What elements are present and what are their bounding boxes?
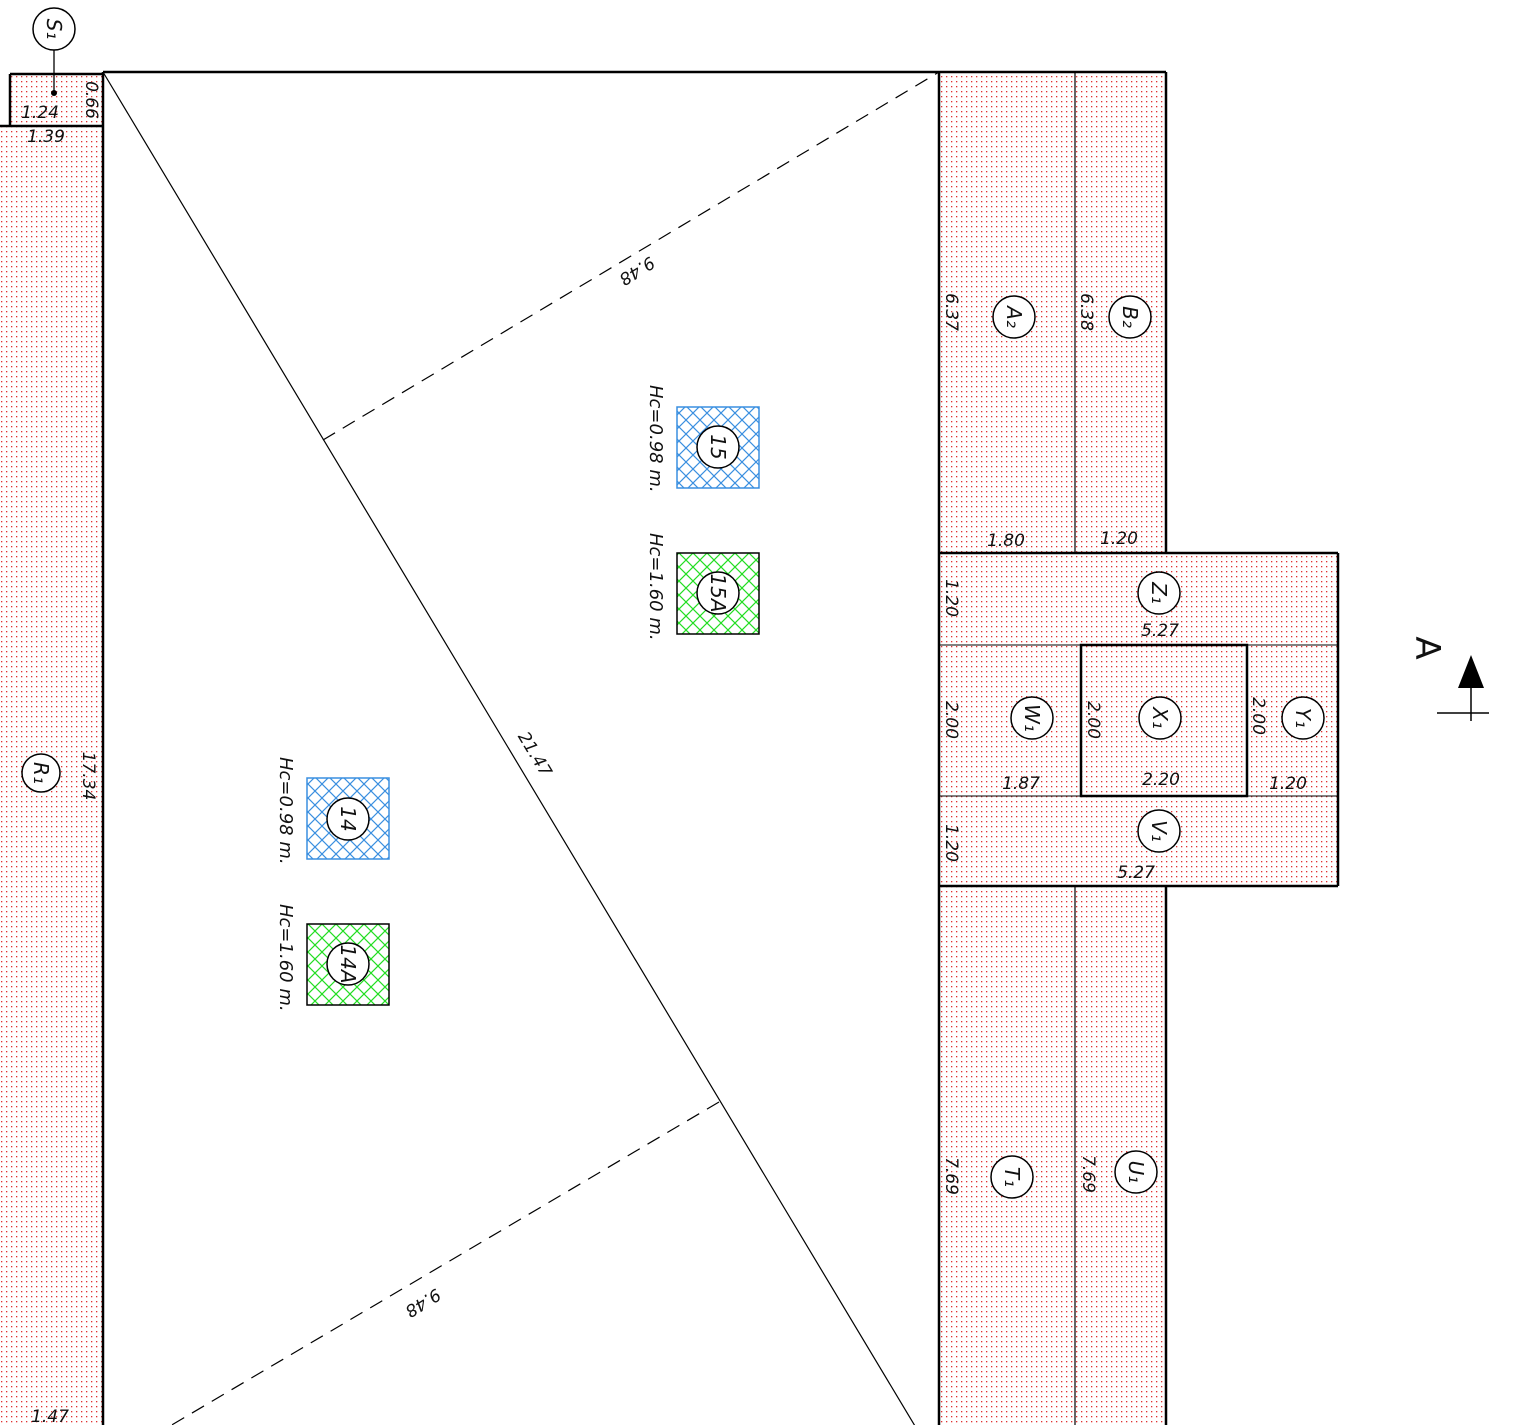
dim-b2-length: 6.38	[1076, 293, 1096, 331]
footing-15: 15 Hc=0.98 m.	[645, 385, 760, 493]
dim-v1-height: 1.20	[941, 824, 961, 862]
dim-w1-height: 2.00	[941, 701, 961, 739]
strip-t1	[939, 886, 1075, 1425]
outline	[0, 70, 1340, 1425]
zone-tag-z1: Z₁	[1137, 571, 1181, 615]
zone-tag-t1: T₁	[990, 1155, 1034, 1199]
zone-tag-u1: U₁	[1114, 1150, 1158, 1194]
zone-label-v1: V₁	[1147, 820, 1171, 842]
footing-label-15: 15	[706, 434, 730, 459]
zone-label-t1: T₁	[1000, 1167, 1024, 1187]
footing-hc-14a: Hc=1.60 m.	[275, 904, 296, 1012]
zone-label-x1: X₁	[1148, 706, 1172, 729]
zone-label-y1: Y₁	[1291, 708, 1315, 728]
footing-hc-15: Hc=0.98 m.	[645, 385, 666, 493]
strip-u1	[1075, 886, 1166, 1425]
footing-15a: 15A Hc=1.60 m.	[645, 533, 760, 641]
dashed-line-top	[322, 71, 940, 441]
dim-diagonal-top: 9.48	[615, 252, 658, 289]
dim-s1-width: 1.24	[21, 103, 59, 123]
zone-tag-a2: A₂	[992, 295, 1036, 339]
dim-z1-height: 1.20	[941, 579, 961, 617]
zone-label-u1: U₁	[1124, 1161, 1148, 1184]
zone-label-s1: S₁	[42, 19, 66, 40]
dim-diagonal-bottom: 9.48	[401, 1284, 444, 1321]
footing-14a: 14A Hc=1.60 m.	[275, 904, 390, 1012]
section-marker: A	[1407, 636, 1489, 721]
zone-label-w1: W₁	[1020, 704, 1044, 732]
dim-a2-length: 6.37	[941, 293, 961, 331]
dim-b2-width: 1.20	[1100, 529, 1138, 549]
section-arrow-icon	[1458, 655, 1484, 688]
dim-z1-width: 5.27	[1141, 621, 1179, 641]
dim-a2-width: 1.80	[987, 531, 1025, 551]
dim-r1-bottom: 1.47	[31, 1407, 69, 1425]
dim-x1-width: 2.20	[1142, 770, 1180, 790]
strip-s1	[10, 74, 103, 126]
dim-v1-width: 5.27	[1117, 863, 1155, 883]
footing-14: 14 Hc=0.98 m.	[275, 757, 390, 865]
hypotenuse-line	[102, 71, 916, 1425]
dim-y1-height: 2.00	[1248, 697, 1268, 735]
zone-tag-v1: V₁	[1137, 809, 1181, 853]
footing-hc-14: Hc=0.98 m.	[275, 757, 296, 865]
zone-tag-w1: W₁	[1010, 696, 1054, 740]
dim-hypotenuse: 21.47	[513, 728, 555, 780]
dim-r1-top: 1.39	[27, 127, 65, 147]
footing-label-14: 14	[336, 806, 360, 831]
zone-label-z1: Z₁	[1147, 581, 1171, 604]
footing-label-15a: 15A	[706, 573, 730, 612]
dim-y1-width: 1.20	[1269, 774, 1307, 794]
zone-label-a2: A₂	[1002, 304, 1026, 328]
zone-tag-x1: X₁	[1138, 696, 1182, 740]
dim-t1-length: 7.69	[941, 1157, 961, 1195]
zone-label-b2: B₂	[1118, 306, 1142, 328]
diagonals	[102, 71, 940, 1425]
zone-tag-r1: R₁	[21, 753, 61, 793]
zone-tag-y1: Y₁	[1281, 696, 1325, 740]
s1-marker: S₁	[32, 7, 76, 96]
strip-v1	[939, 796, 1338, 886]
hatched-strips	[0, 72, 1338, 1425]
dim-r1-length: 17.34	[78, 752, 98, 801]
footing-label-14a: 14A	[336, 944, 360, 983]
strip-w1	[939, 645, 1081, 796]
zone-label-r1: R₁	[29, 762, 53, 784]
dim-w1-width: 1.87	[1002, 774, 1040, 794]
zone-tags: R₁ A₂ B₂ Z₁ W₁ X₁ Y₁ V₁	[21, 295, 1325, 1199]
dim-u1-length: 7.69	[1078, 1155, 1098, 1193]
dashed-line-bottom	[170, 1101, 720, 1425]
zone-tag-b2: B₂	[1108, 295, 1152, 339]
dim-s1-height: 0.66	[81, 81, 101, 119]
section-label: A	[1407, 636, 1447, 659]
footing-hc-15a: Hc=1.60 m.	[645, 533, 666, 641]
dim-x1-height: 2.00	[1083, 701, 1103, 739]
